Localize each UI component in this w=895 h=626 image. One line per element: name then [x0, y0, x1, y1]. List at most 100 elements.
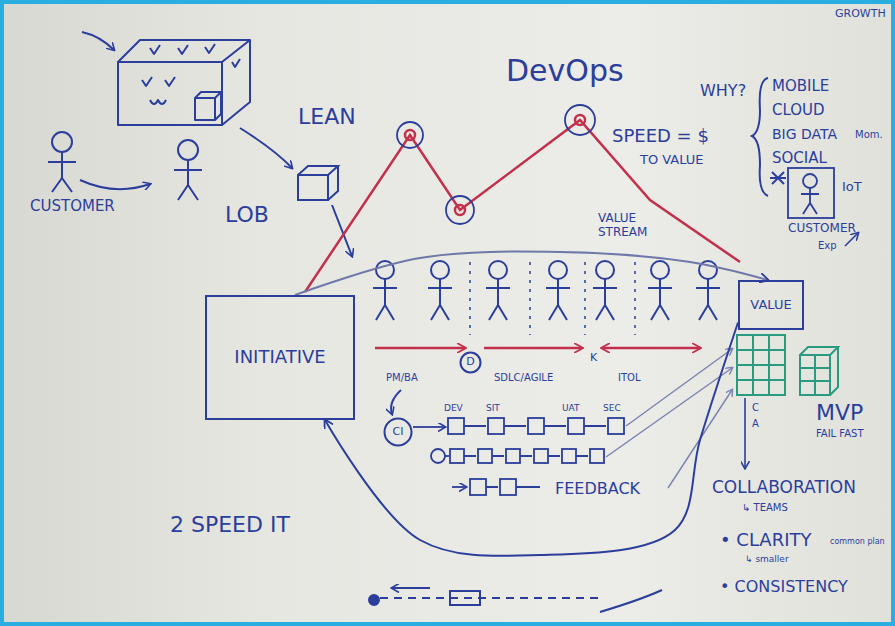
board-note: • CLARITY — [720, 530, 811, 551]
board-note: MVP — [816, 400, 863, 425]
stick-figure — [178, 140, 198, 160]
team-figures — [596, 261, 614, 279]
stick-figure — [174, 160, 202, 200]
lean-zigzag — [405, 130, 415, 140]
board-note: C — [752, 402, 759, 414]
two-speed-bar — [369, 595, 379, 605]
pipeline-stage — [413, 426, 445, 428]
team-figures — [431, 261, 449, 279]
board-note: GROWTH — [835, 8, 886, 21]
two-speed-bar — [380, 597, 600, 599]
pipeline-stage — [464, 425, 606, 427]
list-brace — [770, 172, 786, 184]
flow-arrow — [602, 347, 700, 350]
team-figures — [428, 279, 452, 320]
team-figures — [546, 279, 570, 320]
board-note: PM/BA — [386, 372, 418, 384]
team-figures — [593, 279, 617, 320]
sketch-arrow — [744, 398, 746, 468]
board-note: K — [590, 352, 597, 365]
board-note: UAT — [562, 403, 580, 413]
small-cube — [298, 166, 338, 200]
cube-sketch — [118, 40, 250, 62]
board-note: SIT — [486, 403, 500, 413]
board-note: FEEDBACK — [555, 480, 640, 498]
backlog-grid — [737, 335, 785, 395]
pipeline-stage — [448, 418, 464, 434]
customer-figure — [788, 168, 834, 218]
lean-zigzag — [397, 122, 423, 148]
pipeline-stage — [478, 449, 492, 463]
pipeline-stage — [452, 486, 466, 488]
two-speed-bar — [600, 590, 662, 612]
flow-arrow — [375, 347, 465, 350]
board-note: ↳ smaller — [745, 554, 789, 564]
cube-sketch — [150, 44, 215, 54]
cube-sketch — [82, 32, 114, 50]
node-label: INITIATIVE — [234, 347, 325, 368]
board-note: common plan — [830, 537, 885, 546]
board-note: WHY? — [700, 82, 746, 100]
board-note: SPEED = $ — [612, 126, 709, 147]
node-label: CI — [393, 426, 404, 439]
lean-zigzag — [565, 105, 595, 135]
pipeline-stage — [431, 449, 445, 463]
board-note: MOBILE — [772, 78, 829, 95]
lean-zigzag — [305, 105, 740, 292]
flow-arrow — [375, 347, 700, 350]
pipeline-stage — [590, 449, 604, 463]
lean-zigzag — [455, 205, 465, 215]
backlog-grid — [800, 355, 830, 395]
team-figures — [486, 279, 510, 320]
two-speed-bar — [369, 588, 662, 612]
pipeline-stage — [470, 479, 486, 495]
board-note: Exp — [818, 240, 837, 252]
pipeline-stage — [534, 449, 548, 463]
board-note: A — [752, 418, 759, 430]
stick-figure — [52, 132, 72, 152]
team-figures — [549, 261, 567, 279]
board-note: VALUE STREAM — [598, 212, 660, 240]
board-note: 2 SPEED IT — [170, 512, 290, 537]
stage-circle: D — [459, 351, 482, 374]
board-note: LOB — [225, 202, 269, 227]
customer-figure — [803, 174, 817, 188]
board-note: IoT — [842, 180, 862, 195]
backlog-grid — [737, 335, 838, 395]
pipeline-stage — [486, 486, 540, 488]
pipeline-stage — [608, 418, 624, 434]
pipeline-stage — [450, 449, 464, 463]
board-note: SEC — [603, 403, 621, 413]
diagram-title: DevOps — [506, 54, 624, 89]
team-figures — [373, 279, 397, 320]
board-note: ITOL — [618, 372, 641, 384]
two-speed-bar — [450, 591, 480, 605]
node-label: VALUE — [750, 298, 791, 313]
initiative-box: INITIATIVE — [205, 295, 355, 420]
board-note: CLOUD — [772, 102, 825, 119]
circle-outline — [385, 419, 412, 446]
value-box: VALUE — [738, 280, 804, 330]
board-note: BIG DATA — [772, 126, 837, 142]
board-note: Mom. — [855, 129, 883, 141]
team-figures — [651, 261, 669, 279]
sketch-arrow — [240, 128, 292, 168]
cube-sketch — [150, 100, 166, 104]
cube-sketch — [142, 59, 240, 86]
sketch-arrow — [80, 180, 150, 189]
customer-figure — [788, 168, 834, 218]
sketch-arrow — [391, 390, 401, 414]
board-note: SDLC/AGILE — [494, 372, 553, 384]
pipeline-stage — [464, 455, 588, 457]
pipeline-stage — [488, 418, 504, 434]
board-note: COLLABORATION — [712, 478, 856, 498]
board-note: CUSTOMER — [30, 198, 115, 215]
circle-outline — [461, 353, 481, 373]
pipeline-stage — [500, 479, 516, 495]
ci-circle: CI — [383, 417, 413, 447]
pipeline-stage — [506, 449, 520, 463]
list-brace — [752, 78, 768, 196]
pipeline-stage — [528, 418, 544, 434]
board-note: CUSTOMER — [788, 222, 856, 236]
